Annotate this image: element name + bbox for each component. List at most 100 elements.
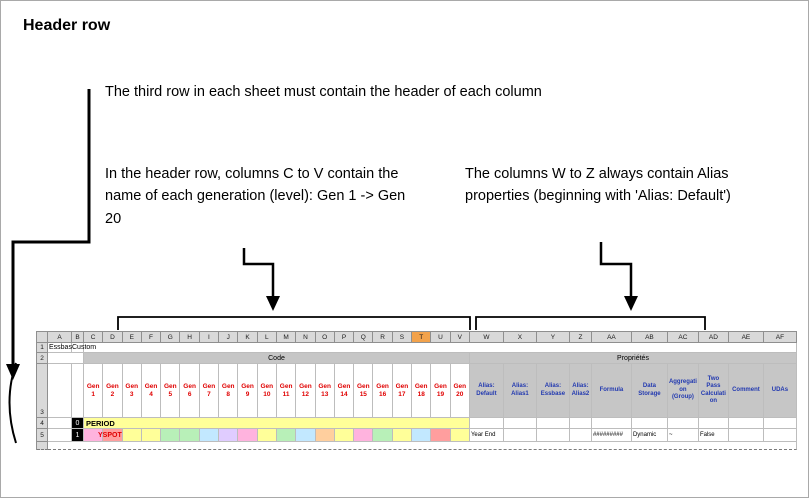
column-header-AE: AE <box>728 332 764 343</box>
alias-header-5: Formula <box>591 364 632 418</box>
row5-gen-cell <box>450 429 470 442</box>
column-header-A: A <box>48 332 72 343</box>
row5-gen-cell <box>392 429 413 442</box>
row4-prop-cell <box>592 418 632 429</box>
cell-a5 <box>48 429 72 442</box>
partial-row-cells <box>48 442 797 450</box>
alias-header-2: Alias: Alias1 <box>503 364 537 418</box>
row5-gen-cell: YSPOT <box>84 429 122 442</box>
row4-prop-cell <box>729 418 764 429</box>
cell-a3 <box>48 364 72 418</box>
row4-prop-cell <box>668 418 699 429</box>
column-header-X: X <box>503 332 537 343</box>
row5-prop-cell: ~ <box>667 429 699 442</box>
bracket-columns-w-z <box>475 316 706 330</box>
row5-prop-cell: Year End <box>469 429 504 442</box>
row5-gen-cell <box>199 429 220 442</box>
column-header-E: E <box>122 332 142 343</box>
row5-gen-cell <box>180 429 200 442</box>
column-header-AD: AD <box>698 332 729 343</box>
alias-header-3: Alias: Essbase <box>536 364 570 418</box>
row5-gen-cell <box>431 429 451 442</box>
alias-header-7: Aggregation (Group) <box>667 364 699 418</box>
row5-gen-cell <box>219 429 239 442</box>
corner-cell <box>37 332 48 343</box>
properties-band: Propriétés <box>470 353 797 364</box>
row5-gen-cell <box>141 429 162 442</box>
note-columns-w-z: The columns W to Z always contain Alias … <box>465 166 731 205</box>
column-header-O: O <box>315 332 335 343</box>
row4-prop-cell <box>699 418 729 429</box>
row2-empty-cell <box>48 353 84 364</box>
row5-prop-cell <box>569 429 592 442</box>
row5-prop-cell: False <box>698 429 729 442</box>
row-header-partial <box>37 442 48 450</box>
alias-header-8: Two Pass Calculation <box>698 364 729 418</box>
row4-prop-cell <box>537 418 570 429</box>
column-header-AC: AC <box>667 332 699 343</box>
note-columns-c-v: In the header row, columns C to V contai… <box>105 166 406 227</box>
column-header-L: L <box>257 332 277 343</box>
row5-gen-cell <box>315 429 335 442</box>
column-header-Y: Y <box>536 332 570 343</box>
row-header-4: 4 <box>37 418 48 429</box>
row4-prop-cell <box>764 418 797 429</box>
member-name: YSPOT <box>98 431 122 439</box>
row5-prop-cell <box>728 429 764 442</box>
row5-gen-cell <box>354 429 374 442</box>
alias-header-1: Alias: Default <box>469 364 504 418</box>
column-header-D: D <box>103 332 123 343</box>
alias-header-10: UDAs <box>763 364 797 418</box>
column-header-V: V <box>450 332 470 343</box>
column-header-J: J <box>219 332 239 343</box>
column-header-AF: AF <box>763 332 797 343</box>
column-header-C: C <box>84 332 104 343</box>
row3-left-brace <box>8 362 17 444</box>
row4-prop-cell <box>632 418 668 429</box>
row5-gen-cell <box>161 429 181 442</box>
row5-gen-cell <box>122 429 142 442</box>
column-header-R: R <box>373 332 393 343</box>
arrow-down-cv-icon <box>266 296 280 311</box>
alias-header-9: Comment <box>728 364 764 418</box>
alias-header-4: Alias: Alias2 <box>569 364 592 418</box>
arrow-down-left-icon <box>6 364 20 380</box>
row5-prop-cell <box>536 429 570 442</box>
cell-a1: Essbase <box>48 343 76 353</box>
row4-flag-cell: 0 <box>72 418 84 429</box>
cell-a4 <box>48 418 72 429</box>
row5-gen-cell <box>334 429 355 442</box>
connector-columns-wz-line <box>599 242 633 297</box>
column-header-I: I <box>199 332 220 343</box>
column-header-K: K <box>238 332 258 343</box>
column-header-G: G <box>161 332 181 343</box>
connector-third-row-line <box>11 89 91 364</box>
column-header-U: U <box>431 332 451 343</box>
column-header-P: P <box>334 332 355 343</box>
row1-empty-cells <box>84 343 797 353</box>
row-header-2: 2 <box>37 353 48 364</box>
arrow-down-wz-icon <box>624 296 638 311</box>
column-header-AA: AA <box>591 332 632 343</box>
row5-gen-cell <box>412 429 432 442</box>
row5-prop-cell <box>763 429 797 442</box>
row5-gen-cell <box>238 429 258 442</box>
